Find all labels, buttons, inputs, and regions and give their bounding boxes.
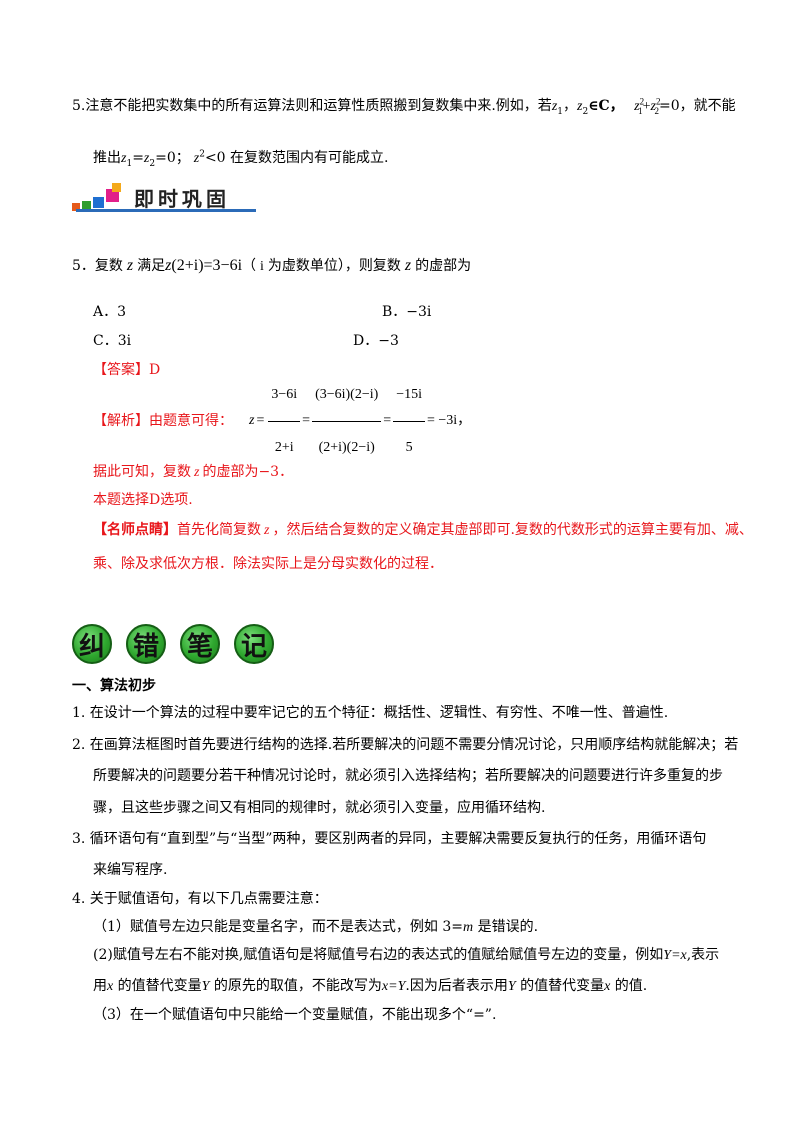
section1-item2-l1: 2. 在画算法框图时首先要进行结构的选择.若所要解决的问题不需要分情况讨论，只用… (72, 737, 739, 753)
banner-immediate-graphic (72, 183, 256, 212)
banner-char-3: 笔 (180, 624, 220, 664)
section1-sub2-l1: (2)赋值号左右不能对换,赋值语句是将赋值号右边的表达式的值赋给赋值号左边的变量… (93, 947, 720, 963)
section1-sub1: （1）赋值号左边只能是变量名字，而不是表达式，例如 3=m 是错误的. (93, 919, 539, 935)
q5-answer: 【答案】D (93, 362, 161, 378)
note5-line1: 5.注意不能把实数集中的所有运算法则和运算性质照搬到复数集中来.例如，若z1，z… (72, 96, 736, 117)
section1-item2-l3: 骤，且这些步骤之间又有相同的规律时，就必须引入变量，应用循环结构. (93, 800, 546, 816)
banner-char-4: 记 (234, 624, 274, 664)
banner-error-notes: 纠 错 笔 记 (72, 624, 282, 664)
banner-immediate-practice: 即时巩固 (72, 181, 256, 213)
fraction-2: (3−6i)(2−i)(2+i)(2−i) (312, 371, 382, 472)
q5-conclusion-2: 本题选择D选项. (93, 492, 193, 508)
section1-item4: 4. 关于赋值语句，有以下几点需要注意： (72, 891, 328, 907)
q5-option-a: A．3 (93, 304, 127, 320)
section1-sub3: （3）在一个赋值语句中只能给一个变量赋值，不能出现多个“=”. (93, 1007, 497, 1023)
q5-option-c: C．3i (93, 333, 132, 349)
q5-option-b: B．−3i (382, 304, 432, 320)
section1-item1: 1. 在设计一个算法的过程中要牢记它的五个特征：概括性、逻辑性、有穷性、不唯一性… (72, 705, 669, 721)
banner-immediate-title: 即时巩固 (134, 187, 230, 211)
q5-tip-line2: 乘、除及求低次方根．除法实际上是分母实数化的过程． (93, 556, 443, 572)
section1-item2-l2: 所要解决的问题要分若干种情况讨论时，就必须引入选择结构；若所要解决的问题要进行许… (93, 768, 723, 784)
section1-sub2-l2: 用x 的值替代变量Y 的原先的取值，不能改写为x=Y.因为后者表示用Y 的值替代… (93, 978, 648, 994)
section1-heading: 一、算法初步 (72, 678, 156, 694)
section1-item3-l1: 3. 循环语句有“直到型”与“当型”两种，要区别两者的异同，主要解决需要反复执行… (72, 831, 707, 847)
banner-char-1: 纠 (72, 624, 112, 664)
note5-line2: 推出z1=z2=0；z2<0 在复数范围内有可能成立. (93, 149, 389, 169)
sum-of-squares: z21+z22 (634, 96, 661, 116)
q5-option-d: D．−3 (353, 333, 399, 349)
section1-item3-l2: 来编写程序. (93, 862, 168, 878)
banner-char-2: 错 (126, 624, 166, 664)
